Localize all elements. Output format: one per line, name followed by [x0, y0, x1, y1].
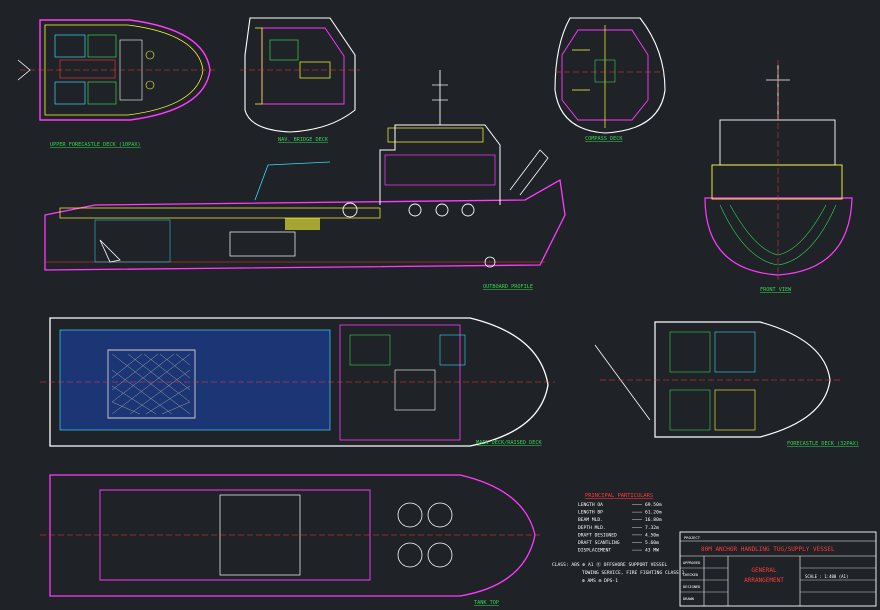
drawing-title-line-1: GENERAL [751, 567, 777, 574]
upper-forecastle-deck-view: UPPER FORECASTLE DECK (10PAX) [17, 19, 215, 148]
title-row-label: DESIGNED [683, 585, 700, 589]
upper-forecastle-title: UPPER FORECASTLE DECK (10PAX) [50, 142, 141, 148]
title-block-row-labels: APPROVED CHECKED DESIGNED DRAWN [683, 561, 700, 601]
forecastle-deck-title: FORECASTLE DECK (32PAX) [787, 441, 859, 447]
title-block-project-label: PROJECT [684, 535, 701, 540]
nav-bridge-deck-view: NAV. BRIDGE DECK [240, 17, 360, 143]
particular-value: 69.50m [645, 502, 662, 508]
main-deck-view: MAIN DECK/RAISED DECK [40, 317, 555, 447]
title-block-project: 80M ANCHOR HANDLING TUG/SUPPLY VESSEL [701, 546, 835, 553]
particulars-title: PRINCIPAL PARTICULARS [585, 493, 653, 499]
compass-deck-title: COMPASS DECK [585, 136, 623, 142]
particular-value: 43 MW [645, 548, 659, 554]
outboard-profile-title: OUTBOARD PROFILE [483, 284, 533, 290]
particular-value: 5.60m [645, 540, 659, 546]
tank-top-title: TANK TOP [474, 600, 499, 606]
forecastle-deck-view: FORECASTLE DECK (32PAX) [594, 321, 859, 447]
particular-label: BEAM MLD. [578, 517, 603, 523]
class-line-2: TOWING SERVICE, FIRE FIGHTING CLASS 1 [582, 570, 685, 576]
drawing-title-line-2: ARRANGEMENT [744, 577, 784, 584]
title-row-label: CHECKED [683, 573, 698, 577]
particular-value: 7.32m [645, 525, 659, 531]
compass-deck-view: COMPASS DECK [554, 17, 666, 142]
class-line-3: ✠ AMS ✠ DPS-1 [582, 578, 618, 584]
front-view: FRONT VIEW [704, 60, 853, 293]
particular-label: DEPTH MLD. [578, 525, 606, 531]
particular-label: DRAFT DESIGNED [578, 532, 617, 538]
particular-label: DRAFT SCANTLING [578, 540, 620, 546]
front-view-title: FRONT VIEW [760, 287, 792, 293]
particular-value: 61.20m [645, 510, 662, 516]
outboard-profile-view: OUTBOARD PROFILE [44, 70, 566, 290]
title-row-label: APPROVED [683, 561, 700, 565]
scale-value: SCALE : 1:400 (A1) [805, 574, 848, 579]
particular-value: 4.50m [645, 532, 659, 538]
bridge-deck-title: NAV. BRIDGE DECK [278, 137, 329, 143]
particular-value: 16.80m [645, 517, 662, 523]
particular-label: LENGTH BP [578, 510, 603, 516]
title-row-label: DRAWN [683, 597, 694, 601]
class-notes: CLASS: ABS ✠ A1 Ⓔ OFFSHORE SUPPORT VESSE… [552, 561, 685, 584]
main-deck-title: MAIN DECK/RAISED DECK [476, 440, 542, 446]
class-line-1: CLASS: ABS ✠ A1 Ⓔ OFFSHORE SUPPORT VESSE… [552, 561, 667, 568]
title-block: PROJECT 80M ANCHOR HANDLING TUG/SUPPLY V… [679, 531, 877, 607]
particular-label: LENGTH OA [578, 502, 603, 508]
particular-label: DISPLACEMENT [578, 548, 611, 554]
tank-top-view: TANK TOP [40, 474, 540, 606]
